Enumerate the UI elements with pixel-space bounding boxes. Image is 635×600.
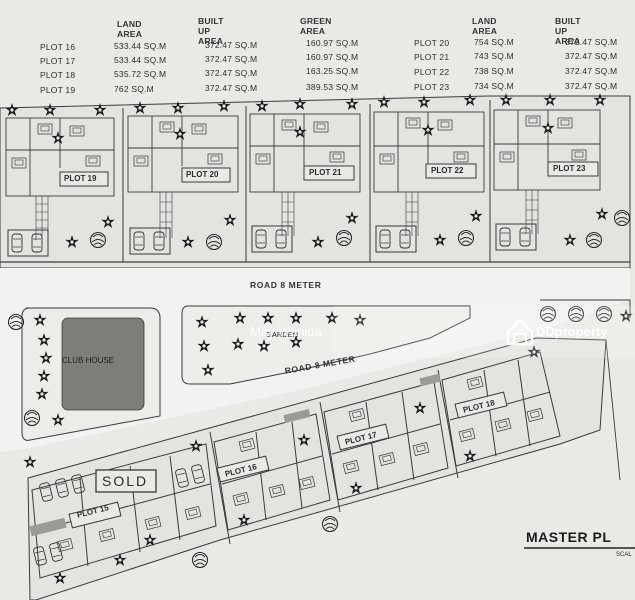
table-row: PLOT 20 <box>414 38 450 48</box>
plot-label-21: PLOT 21 <box>309 168 342 177</box>
table-cell: 762 SQ.M <box>114 84 154 94</box>
table-cell: 738 SQ.M <box>474 66 514 76</box>
table-cell: 163.25 SQ.M <box>306 66 359 76</box>
scale-label: SCAL <box>616 552 632 558</box>
table-cell: 372.47 SQ.M <box>205 40 258 50</box>
watermark-name: May Wanida <box>250 324 322 339</box>
table-cell: 372.47 SQ.M <box>205 54 258 64</box>
table-cell: 372.47 SQ.M <box>565 66 618 76</box>
plot-label-20: PLOT 20 <box>186 170 219 179</box>
table-row: PLOT 18 <box>40 70 76 80</box>
table-cell: 533.44 SQ.M <box>114 41 167 51</box>
table-cell: 372.47 SQ.M <box>205 68 258 78</box>
master-plan-title: MASTER PL <box>526 529 612 545</box>
header-green-area: GREEN AREA <box>300 16 332 36</box>
plot-label-23: PLOT 23 <box>553 164 586 173</box>
table-row: PLOT 22 <box>414 67 450 77</box>
table-cell: 533.44 SQ.M <box>114 55 167 65</box>
table-cell: 372.47 SQ.M <box>565 37 618 47</box>
table-row: PLOT 16 <box>40 42 76 52</box>
watermark-brand: DDproperty <box>536 324 608 339</box>
road-label-top: ROAD 8 METER <box>250 280 322 290</box>
table-cell: 372.47 SQ.M <box>565 81 618 91</box>
table-cell: 734 SQ.M <box>474 81 514 91</box>
table-cell: 160.97 SQ.M <box>306 38 359 48</box>
table-cell: 754 SQ.M <box>474 37 514 47</box>
table-cell: 743 SQ.M <box>474 51 514 61</box>
table-cell: 372.47 SQ.M <box>565 51 618 61</box>
club-house-label: CLUB HOUSE <box>62 356 115 365</box>
garden-label: GARDEN <box>266 330 299 339</box>
plot-label-19: PLOT 19 <box>64 174 97 183</box>
plot-label-22: PLOT 22 <box>431 166 464 175</box>
header-built-up-area: BUILT UP AREA <box>198 16 224 46</box>
table-cell: 389.53 SQ.M <box>306 82 359 92</box>
sold-stamp: SOLD <box>102 473 149 489</box>
table-row: PLOT 23 <box>414 82 450 92</box>
table-cell: 372.47 SQ.M <box>205 83 258 93</box>
table-row: PLOT 17 <box>40 56 76 66</box>
table-cell: 160.97 SQ.M <box>306 52 359 62</box>
header-land-area: LAND AREA <box>472 16 498 36</box>
table-row: PLOT 19 <box>40 85 76 95</box>
table-row: PLOT 21 <box>414 52 450 62</box>
header-built-up-area: BUILT UP AREA <box>555 16 581 46</box>
ddproperty-logo-icon <box>506 318 534 346</box>
table-cell: 535.72 SQ.M <box>114 69 167 79</box>
header-land-area: LAND AREA <box>117 19 143 39</box>
